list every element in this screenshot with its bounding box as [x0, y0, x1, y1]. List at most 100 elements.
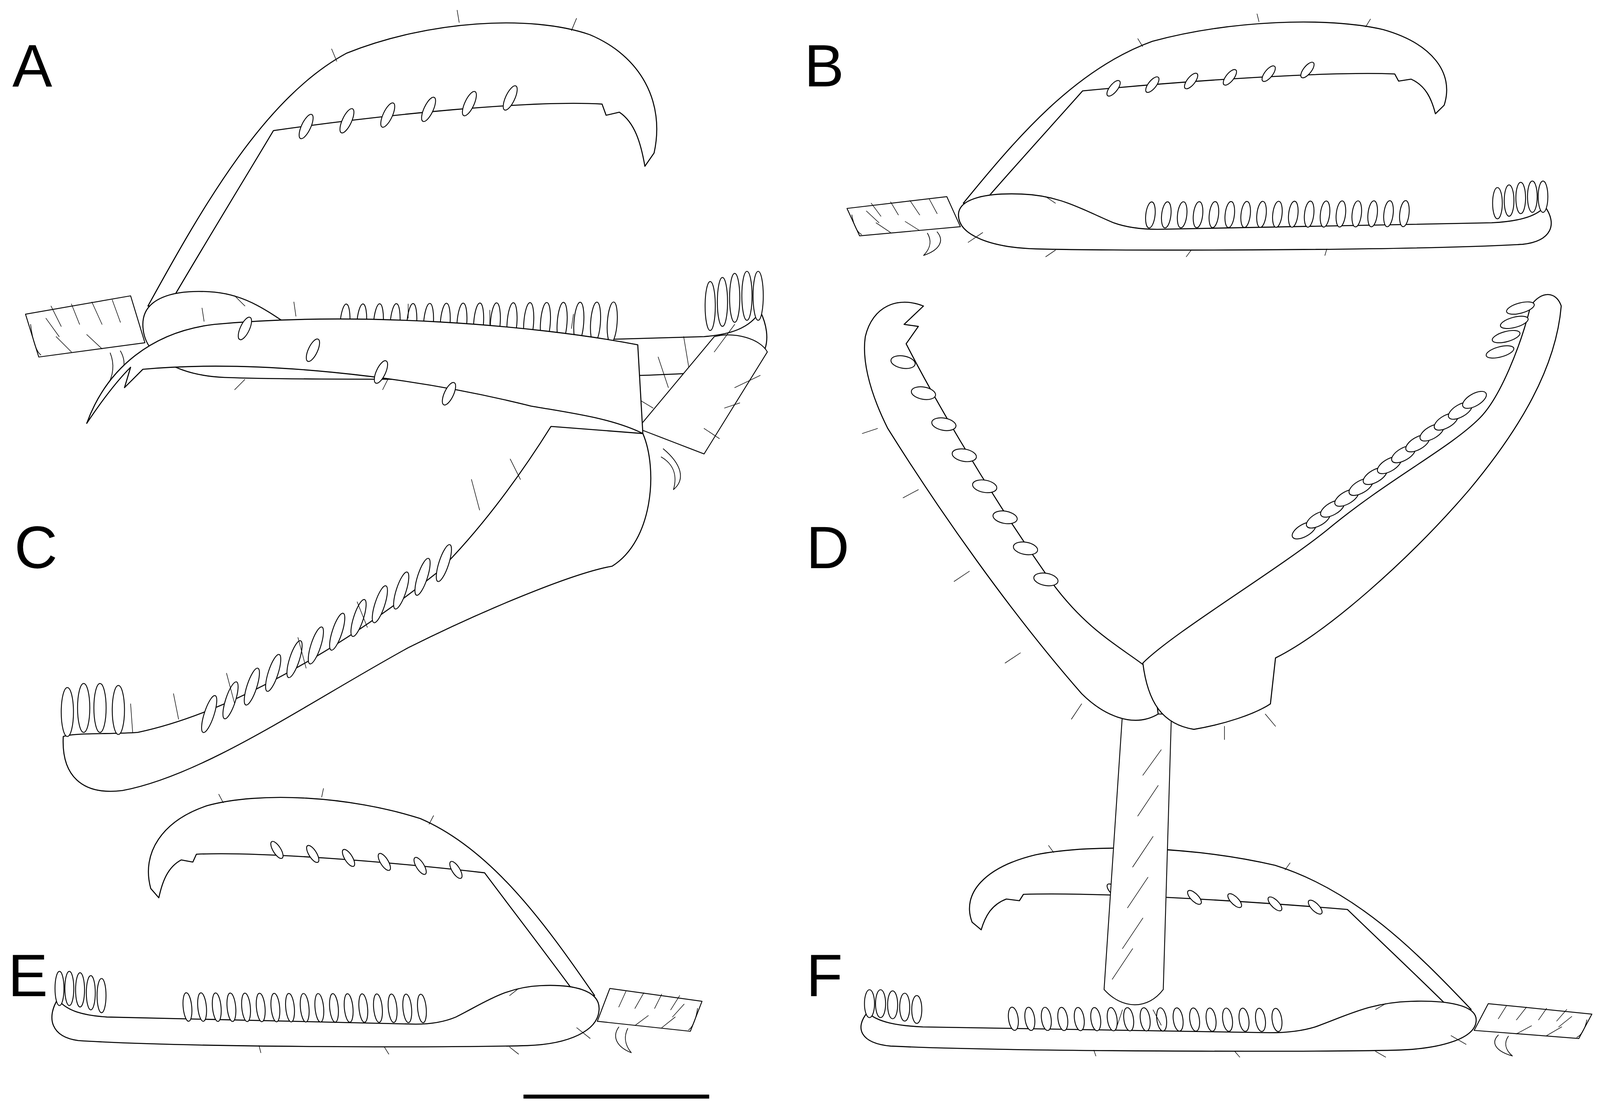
tooth — [1138, 1008, 1152, 1032]
tooth — [1490, 328, 1522, 346]
seta — [1284, 863, 1291, 871]
panel-letter: E — [7, 945, 48, 1006]
seta — [576, 1028, 591, 1039]
tooth — [347, 598, 369, 639]
pedicel-rim — [688, 1008, 698, 1031]
seta — [672, 1004, 684, 1018]
tooth — [1221, 1008, 1234, 1033]
tooth — [1220, 68, 1240, 87]
tooth — [1298, 60, 1317, 79]
chela-d — [862, 294, 1562, 1026]
tooth — [1073, 1007, 1086, 1032]
tooth — [304, 844, 322, 864]
tooth — [225, 993, 237, 1023]
seta — [1516, 1026, 1532, 1035]
seta — [1045, 250, 1056, 257]
pedicel — [1474, 1004, 1593, 1040]
seta — [1142, 750, 1162, 776]
seta — [1048, 846, 1054, 854]
fixed-finger — [62, 426, 651, 792]
chela-c — [61, 301, 768, 792]
fixed-finger — [1142, 294, 1561, 730]
tooth — [887, 991, 898, 1020]
seta — [724, 403, 740, 409]
seta — [382, 379, 388, 390]
seta — [734, 375, 761, 388]
tooth — [375, 852, 393, 872]
tooth — [313, 993, 326, 1023]
tooth — [1223, 201, 1236, 229]
tooth — [439, 380, 459, 407]
panel-letter: B — [804, 35, 845, 96]
seta — [130, 704, 133, 733]
tooth — [1023, 1007, 1036, 1031]
seta — [1112, 949, 1133, 980]
tooth — [1527, 181, 1538, 213]
tooth — [255, 993, 267, 1023]
pedicel-rim — [1576, 1020, 1587, 1038]
tooth — [1237, 1008, 1251, 1033]
tooth — [1538, 181, 1548, 213]
tooth — [1144, 201, 1157, 229]
tooth — [416, 994, 428, 1024]
seta — [1265, 714, 1276, 727]
seta — [1324, 248, 1327, 256]
tooth — [1176, 201, 1189, 229]
tooth — [369, 584, 391, 625]
tooth — [447, 860, 465, 880]
seta — [1071, 704, 1082, 720]
seta — [56, 336, 72, 352]
seta — [1153, 1010, 1162, 1026]
seta — [331, 48, 337, 62]
fixed-finger — [861, 1001, 1477, 1052]
tooth — [77, 683, 91, 733]
tooth — [94, 683, 107, 733]
seta — [704, 428, 720, 439]
seta — [1234, 1051, 1240, 1058]
tooth — [283, 639, 306, 680]
tooth — [1204, 1008, 1218, 1032]
tooth — [1089, 1007, 1102, 1032]
seta — [929, 199, 937, 214]
tooth — [1122, 1007, 1135, 1032]
seta — [112, 299, 121, 323]
tooth — [1239, 201, 1252, 228]
panel-letter: D — [806, 517, 850, 578]
seta — [1224, 726, 1225, 740]
tooth — [357, 994, 369, 1024]
tooth — [326, 612, 348, 653]
seta — [714, 324, 735, 353]
tooth — [1254, 1008, 1267, 1033]
seta — [226, 673, 235, 705]
tooth — [262, 653, 284, 694]
tooth — [340, 848, 358, 868]
tooth — [387, 994, 399, 1024]
tooth — [1265, 896, 1285, 913]
tooth — [911, 995, 922, 1024]
tooth — [1192, 201, 1205, 229]
pedicel — [1104, 714, 1172, 1005]
tooth — [64, 971, 74, 1007]
claw — [615, 1027, 632, 1054]
seta — [1132, 836, 1154, 868]
seta — [1186, 250, 1191, 257]
tooth — [97, 979, 106, 1014]
tooth — [1350, 200, 1363, 228]
tooth — [1032, 571, 1060, 588]
seta — [489, 310, 490, 325]
tooth — [1259, 64, 1279, 83]
tooth — [377, 101, 398, 130]
tooth — [741, 271, 753, 321]
seta — [1137, 785, 1158, 817]
pedicel — [597, 988, 703, 1033]
seta — [201, 308, 204, 322]
tooth — [401, 994, 414, 1024]
tooth — [1305, 899, 1325, 916]
seta — [218, 794, 224, 804]
tooth — [342, 993, 355, 1023]
tooth — [1459, 387, 1489, 412]
tooth — [1270, 1008, 1283, 1033]
seta — [509, 988, 519, 997]
tooth — [1319, 200, 1332, 228]
tooth — [729, 273, 741, 323]
